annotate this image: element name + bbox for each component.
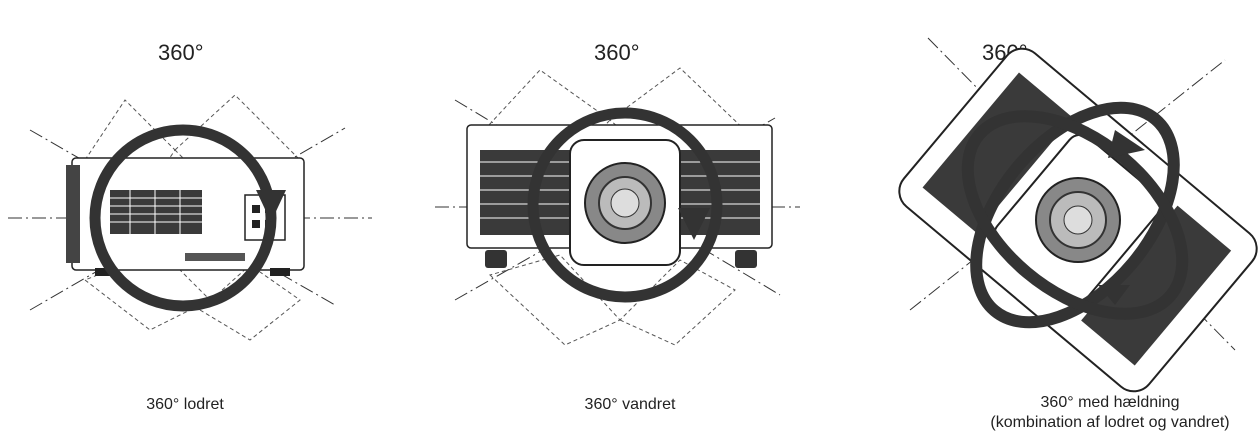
projector-tilted-view-illustration xyxy=(898,37,1258,393)
panel-horizontal: 360° xyxy=(420,0,840,439)
caption: 360° med hældning (kombination af lodret… xyxy=(975,393,1245,433)
caption-line1: 360° med hældning xyxy=(1040,394,1180,411)
rotation-arrow xyxy=(527,107,723,303)
projector-side-view-illustration xyxy=(8,94,372,341)
caption: 360° vandret xyxy=(584,396,676,413)
vent-grille xyxy=(110,190,202,234)
caption: 360° lodret xyxy=(146,396,224,413)
caption-line2: (kombination af lodret og vandret) xyxy=(990,414,1230,431)
panel-tilted: 360° 360° med hældning (kombination af l… xyxy=(840,0,1258,439)
degree-label: 360° xyxy=(594,40,640,65)
panel-vertical: 360° xyxy=(0,0,420,439)
rotation-arrow xyxy=(89,124,286,312)
rotation-arrow xyxy=(961,101,1189,329)
degree-label: 360° xyxy=(158,40,204,65)
projector-front-view-illustration xyxy=(435,67,800,346)
